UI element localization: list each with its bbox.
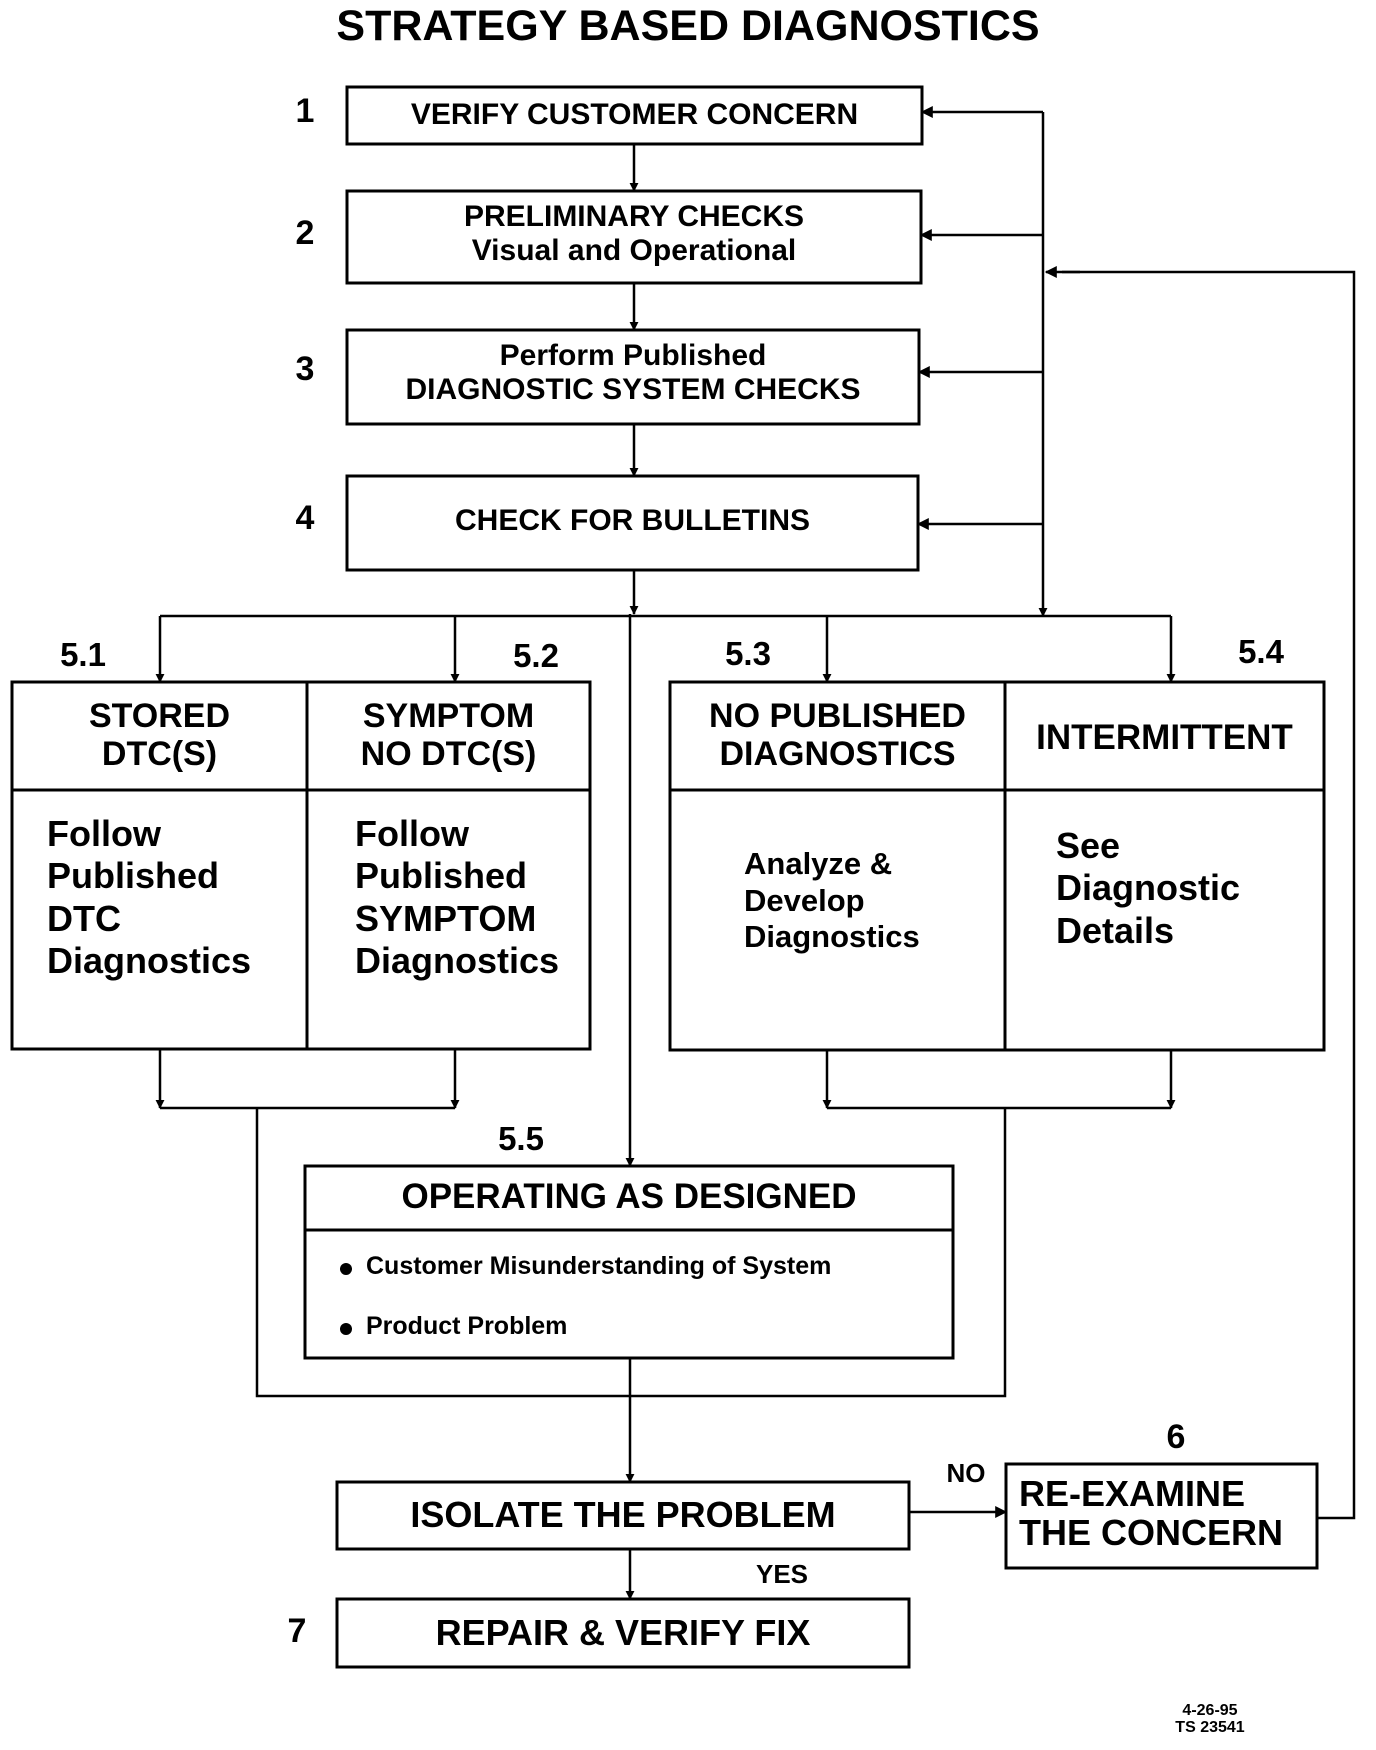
- bullet-icon: [340, 1263, 352, 1275]
- step-5-3-body-line: Analyze &: [744, 846, 893, 881]
- step-5-2-body: Follow Published SYMPTOM Diagnostics: [355, 813, 559, 983]
- step-5-3-body: Analyze & Develop Diagnostics: [744, 846, 920, 956]
- step-3-label: Perform Published DIAGNOSTIC SYSTEM CHEC…: [347, 339, 919, 406]
- footer-code: 4-26-95 TS 23541: [1150, 1702, 1270, 1737]
- step-7-number: 7: [287, 1612, 307, 1650]
- step-5-1-body-line: Published: [47, 855, 220, 897]
- step-5-2-body-line: Follow: [355, 813, 469, 854]
- step-5-3-body-line: Develop: [744, 882, 865, 918]
- step-3-line-1: Perform Published: [499, 339, 767, 372]
- step-7-label: REPAIR & VERIFY FIX: [435, 1612, 811, 1653]
- step-5-1-header-line-2: DTC(S): [101, 735, 218, 774]
- step-5-5-bullet-1: Customer Misunderstanding of System: [366, 1252, 832, 1280]
- step-5-2-number: 5.2: [513, 637, 559, 674]
- step-5-2-body-line: SYMPTOM: [355, 897, 537, 939]
- box-step-7: [335, 1597, 911, 1669]
- step-5-3-header-line-2: DIAGNOSTICS: [719, 735, 956, 774]
- step-5-1-header-line-1: STORED: [88, 697, 231, 735]
- step-3-line-2: DIAGNOSTIC SYSTEM CHECKS: [405, 372, 861, 406]
- step-5-5-number: 5.5: [498, 1120, 544, 1157]
- step-2-number: 2: [295, 214, 315, 252]
- box-isolate: [335, 1480, 911, 1551]
- step-5-3-header: NO PUBLISHED DIAGNOSTICS: [670, 697, 1005, 773]
- step-5-4-body-line: See: [1056, 825, 1121, 866]
- step-5-4-number: 5.4: [1238, 633, 1284, 670]
- step-6-label: RE-EXAMINE THE CONCERN: [1019, 1473, 1284, 1553]
- step-1-number: 1: [295, 92, 315, 130]
- box-step-5-1-5-2: [10, 680, 592, 1051]
- step-5-1-body-line: DTC: [47, 897, 121, 939]
- step-5-2-body-line: Diagnostics: [355, 940, 560, 982]
- no-label: NO: [946, 1458, 986, 1488]
- step-4-number: 4: [295, 499, 315, 537]
- step-5-1-body-line: Follow: [47, 813, 161, 854]
- page-title: STRATEGY BASED DIAGNOSTICS: [336, 2, 1040, 50]
- isolate-label: ISOLATE THE PROBLEM: [410, 1494, 836, 1535]
- step-5-3-body-line: Diagnostics: [744, 919, 920, 955]
- step-5-2-header-line-1: SYMPTOM: [362, 697, 535, 735]
- step-4-label: CHECK FOR BULLETINS: [455, 504, 810, 537]
- step-5-4-body-line: Diagnostic: [1056, 867, 1241, 909]
- step-5-3-header-line-1: NO PUBLISHED: [709, 697, 966, 735]
- step-2-label: PRELIMINARY CHECKS Visual and Operationa…: [347, 200, 921, 267]
- step-5-2-body-line: Published: [355, 855, 528, 897]
- footer-date: 4-26-95: [1182, 1702, 1238, 1719]
- step-6-line-2: THE CONCERN: [1019, 1511, 1284, 1553]
- step-5-1-header: STORED DTC(S): [12, 697, 307, 773]
- step-5-4-header: INTERMITTENT: [1036, 718, 1293, 757]
- bullet-icon: [340, 1323, 352, 1335]
- step-5-4-body-line: Details: [1056, 909, 1175, 951]
- step-5-1-body-line: Diagnostics: [47, 940, 252, 982]
- step-5-1-body: Follow Published DTC Diagnostics: [47, 813, 251, 983]
- step-6-line-1: RE-EXAMINE: [1019, 1473, 1246, 1514]
- step-1-label: VERIFY CUSTOMER CONCERN: [410, 98, 859, 131]
- step-5-1-number: 5.1: [60, 636, 106, 673]
- step-5-4-body: See Diagnostic Details: [1056, 825, 1240, 952]
- yes-label: YES: [755, 1559, 809, 1589]
- step-5-5-bullet-2: Product Problem: [366, 1312, 568, 1340]
- step-5-5-header: OPERATING AS DESIGNED: [401, 1177, 857, 1216]
- step-5-2-header: SYMPTOM NO DTC(S): [307, 697, 590, 773]
- footer-id: TS 23541: [1175, 1718, 1245, 1736]
- step-3-number: 3: [295, 350, 315, 388]
- step-5-2-header-line-2: NO DTC(S): [360, 735, 537, 774]
- box-step-5-3-5-4: [668, 680, 1326, 1052]
- step-2-line-1: PRELIMINARY CHECKS: [463, 200, 805, 233]
- step-5-3-number: 5.3: [725, 635, 771, 672]
- step-6-number: 6: [1166, 1418, 1186, 1456]
- step-2-line-2: Visual and Operational: [471, 233, 797, 267]
